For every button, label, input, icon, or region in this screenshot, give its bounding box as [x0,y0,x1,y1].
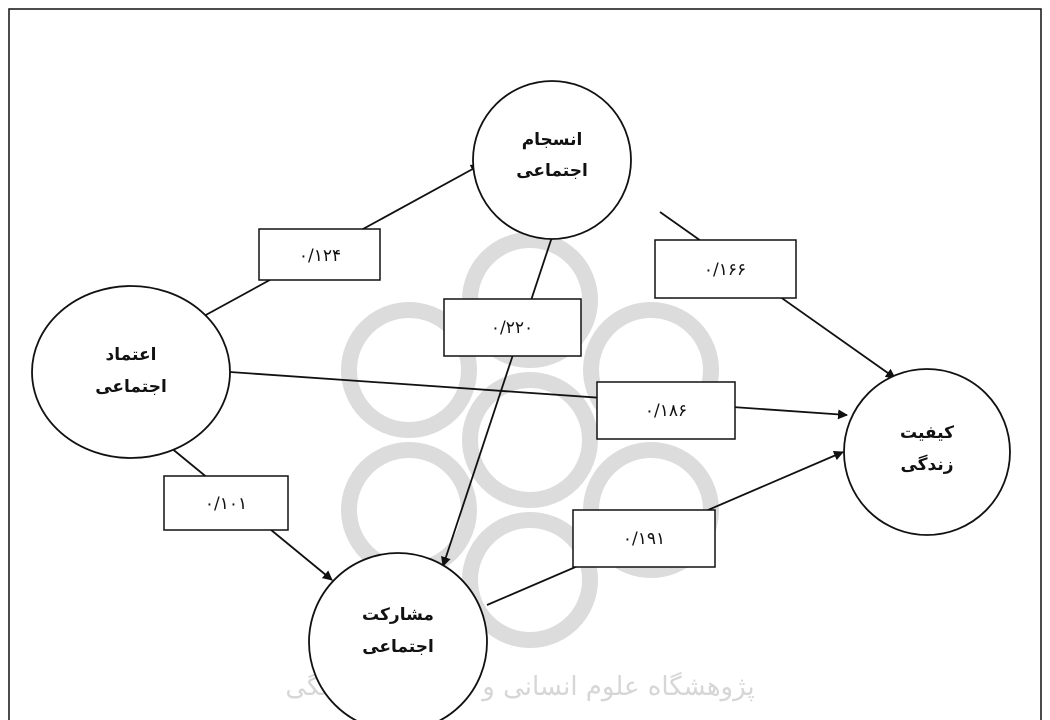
node-quality-of-life-line1: کیفیت [900,423,954,443]
node-quality-of-life: کیفیت زندگی [843,368,1011,536]
coef-participation-to-quality: ۰/۱۹۱ [623,529,665,549]
watermark-emblem [341,232,719,648]
coef-cohesion-to-quality: ۰/۱۶۶ [704,260,746,280]
node-social-trust-line1: اعتماد [106,345,157,365]
edge-trust-to-quality [229,371,848,420]
coef-trust-to-cohesion: ۰/۱۲۴ [299,246,341,266]
coef-box-cohesion-to-participation: ۰/۲۲۰ [443,298,582,357]
coef-box-cohesion-to-quality: ۰/۱۶۶ [654,239,797,299]
diagram-frame [8,8,1042,720]
node-social-participation-line1: مشارکت [362,605,434,625]
coef-cohesion-to-participation: ۰/۲۲۰ [491,318,533,338]
node-social-cohesion-line2: اجتماعی [516,161,588,181]
node-social-trust: اعتماد اجتماعی [31,285,231,459]
coef-box-participation-to-quality: ۰/۱۹۱ [572,509,716,568]
node-quality-of-life-line2: زندگی [900,454,953,475]
coef-trust-to-participation: ۰/۱۰۱ [205,494,247,514]
node-social-cohesion-line1: انسجام [522,130,583,150]
node-social-cohesion: انسجام اجتماعی [472,80,632,240]
node-social-participation: مشارکت اجتماعی [308,552,488,720]
coef-box-trust-to-cohesion: ۰/۱۲۴ [258,228,381,281]
edge-cohesion-to-participation [441,236,553,567]
coef-box-trust-to-quality: ۰/۱۸۶ [596,381,736,440]
coef-box-trust-to-participation: ۰/۱۰۱ [163,475,289,531]
coef-trust-to-quality: ۰/۱۸۶ [645,401,687,421]
node-social-trust-line2: اجتماعی [95,377,167,397]
node-social-participation-line2: اجتماعی [362,637,434,657]
